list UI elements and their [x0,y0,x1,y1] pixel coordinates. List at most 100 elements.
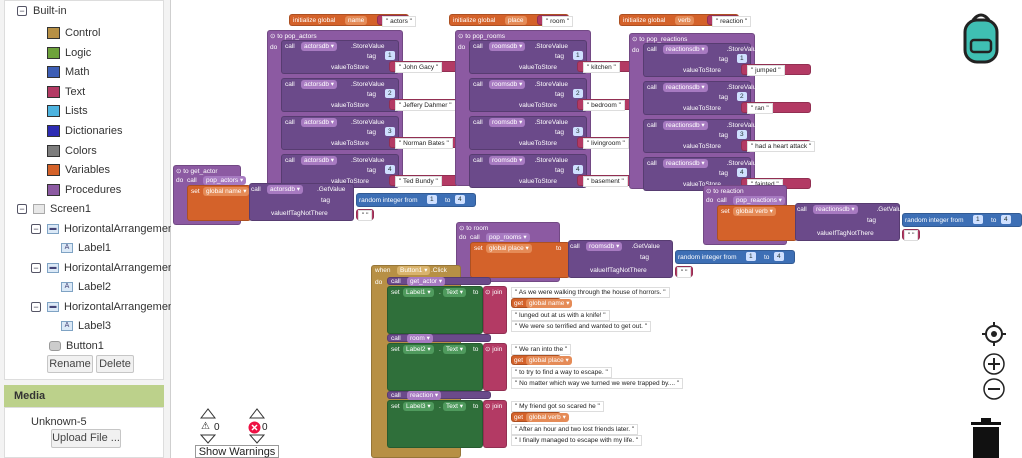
global-value[interactable]: " actors " [382,15,416,27]
store-string[interactable]: " bedroom " [583,100,625,111]
global-name-field[interactable]: verb [675,15,694,25]
center-icon[interactable] [982,322,1006,346]
procedure-dropdown[interactable]: get_actor ▾ [407,276,446,286]
variable-dropdown[interactable]: global place ▾ [486,244,532,253]
set-label-text-block[interactable] [387,343,483,391]
store-value-call[interactable] [281,40,399,74]
category-dictionaries[interactable]: Dictionaries [47,125,122,137]
arrow-up-icon[interactable] [199,406,217,420]
db-dropdown[interactable]: actorsdb ▾ [301,42,337,51]
collapse-icon[interactable]: − [31,224,41,234]
trash-icon[interactable] [969,418,1003,458]
store-value-call[interactable] [469,78,587,112]
media-item[interactable]: Unknown-5 [31,416,87,428]
global-value[interactable]: " room " [542,15,574,27]
category-colors[interactable]: Colors [47,144,97,157]
tag-number[interactable]: 4 [385,165,395,174]
backpack-icon[interactable] [961,10,1001,64]
db-dropdown[interactable]: reactionsdb ▾ [663,45,708,54]
procedure-dropdown[interactable]: pop_reactions ▾ [733,196,785,205]
db-dropdown[interactable]: reactionsdb ▾ [663,159,708,168]
random-to[interactable]: 4 [774,252,784,261]
global-name-field[interactable]: name [345,15,368,25]
store-string[interactable]: " ran " [747,103,773,114]
db-dropdown[interactable]: roomsdb ▾ [489,80,526,89]
tree-item-ha3[interactable]: −▬HorizontalArrangement3 [31,301,183,313]
set-label-text-block[interactable] [387,400,483,448]
collapse-icon[interactable]: − [17,6,27,16]
db-dropdown[interactable]: actorsdb ▾ [301,156,337,165]
story-string[interactable]: " No matter which way we turned we were … [511,378,684,389]
button-dropdown[interactable]: Button1 ▾ [397,266,431,275]
story-string[interactable]: " I finally managed to escape with my li… [511,435,643,446]
db-dropdown[interactable]: roomsdb ▾ [489,118,526,127]
tag-number[interactable]: 1 [737,54,747,63]
store-value-call[interactable] [281,78,399,112]
store-value-call[interactable] [469,40,587,74]
property-dropdown[interactable]: Text ▾ [443,288,466,297]
tag-number[interactable]: 3 [737,130,747,139]
component-dropdown[interactable]: Label2 ▾ [403,345,434,354]
db-dropdown[interactable]: roomsdb ▾ [489,156,526,165]
store-string[interactable]: " jumped " [747,65,785,76]
store-string[interactable]: " Norman Bates " [395,138,453,149]
rename-button[interactable]: Rename [47,355,93,373]
store-value-call[interactable] [281,116,399,150]
store-value-call[interactable] [469,154,587,188]
builtin-node[interactable]: −Built-in [17,5,67,17]
procedure-dropdown[interactable]: pop_actors ▾ [203,176,247,185]
store-string[interactable]: " Jeffery Dahmer " [395,100,456,111]
category-logic[interactable]: Logic [47,46,91,59]
set-label-text-block[interactable] [387,286,483,334]
random-integer-block[interactable] [675,250,795,264]
arrow-down-icon[interactable] [248,434,266,444]
empty-string[interactable]: " " [904,230,919,241]
store-string[interactable]: " had a heart attack " [747,141,816,152]
tree-item-ha2[interactable]: −▬HorizontalArrangement2 [31,262,183,274]
component-dropdown[interactable]: Label1 ▾ [403,288,434,297]
db-dropdown[interactable]: actorsdb ▾ [267,185,303,194]
global-value[interactable]: " reaction " [712,15,752,27]
store-string[interactable]: " livingroom " [583,138,629,149]
random-to[interactable]: 4 [1001,215,1011,224]
join-block[interactable] [483,400,507,448]
tag-number[interactable]: 4 [573,165,583,174]
story-string[interactable]: " We ran into the " [511,344,572,355]
tag-number[interactable]: 2 [573,89,583,98]
join-block[interactable] [483,286,507,334]
tag-number[interactable]: 3 [573,127,583,136]
db-dropdown[interactable]: reactionsdb ▾ [813,205,858,214]
call-procedure-block[interactable] [387,334,491,342]
db-dropdown[interactable]: roomsdb ▾ [586,242,623,251]
tag-number[interactable]: 4 [737,168,747,177]
procedure-dropdown[interactable]: pop_rooms ▾ [486,233,530,242]
category-variables[interactable]: Variables [47,164,110,177]
story-string[interactable]: " lunged out at us with a knife! " [511,310,610,321]
store-string[interactable]: " John Gacy " [395,62,443,73]
collapse-icon[interactable]: − [17,204,27,214]
text-block[interactable] [741,102,811,113]
story-string[interactable]: " My friend got so scared he " [511,401,604,412]
story-string[interactable]: " As we were walking through the house o… [511,287,670,298]
upload-file-button[interactable]: Upload File ... [51,429,121,448]
empty-string[interactable]: " " [677,267,692,278]
tree-item-button1[interactable]: Button1 [49,340,104,352]
delete-button[interactable]: Delete [96,355,134,373]
tag-number[interactable]: 1 [573,51,583,60]
collapse-icon[interactable]: − [31,302,41,312]
collapse-icon[interactable]: − [31,263,41,273]
store-string[interactable]: " basement " [583,176,628,187]
random-to[interactable]: 4 [455,195,465,204]
tag-number[interactable]: 1 [385,51,395,60]
tag-number[interactable]: 2 [385,89,395,98]
db-dropdown[interactable]: reactionsdb ▾ [663,83,708,92]
variable-dropdown[interactable]: global name ▾ [526,299,573,308]
story-string[interactable]: " We were so terrified and wanted to get… [511,321,652,332]
tag-number[interactable]: 3 [385,127,395,136]
property-dropdown[interactable]: Text ▾ [443,345,466,354]
property-dropdown[interactable]: Text ▾ [443,402,466,411]
